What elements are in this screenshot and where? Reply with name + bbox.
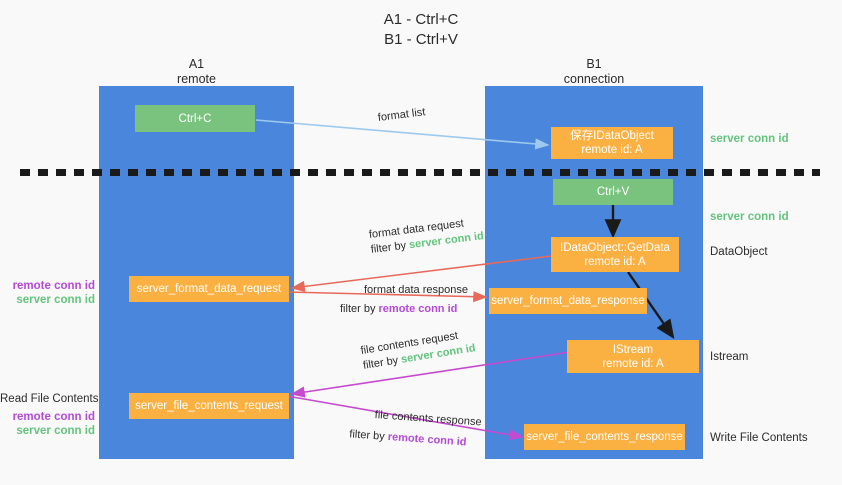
arrow-getdata-to-istream (627, 271, 675, 339)
node-istream-line1: IStream (612, 343, 654, 356)
left-label-remote-conn-id-1: remote conn id (12, 280, 95, 292)
title-line-1: A1 - Ctrl+C (383, 11, 459, 28)
node-save-idataobject-line2: remote id: A (581, 144, 643, 156)
edge-label-file-contents-response: file contents response filter by remote … (349, 408, 482, 451)
node-istream[interactable]: IStream remote id: A (567, 340, 699, 373)
right-label-server-conn-id-2: server conn id (710, 211, 789, 223)
edge-label-format-data-response: format data response filter by remote co… (340, 283, 468, 317)
arrow-format-data-request (290, 255, 552, 292)
node-server-file-contents-request-label: server_file_contents_request (135, 400, 283, 412)
node-getdata[interactable]: IDataObject::GetData remote id: A (551, 237, 679, 272)
arrow-file-contents-response (286, 395, 524, 441)
node-ctrl-v-label: Ctrl+V (596, 186, 630, 198)
right-label-dataobject: DataObject (710, 246, 768, 258)
column-a1-sub: remote (177, 72, 216, 86)
left-label-server-conn-id-2: server conn id (16, 425, 95, 437)
arrow-format-list (255, 119, 550, 150)
column-header-a1: A1 remote (99, 57, 294, 87)
node-server-format-data-response[interactable]: server_format_data_response (489, 288, 647, 314)
left-label-server-conn-id-1: server conn id (16, 294, 95, 306)
diagram-title: A1 - Ctrl+C B1 - Ctrl+V (0, 10, 842, 50)
edge-label-file-contents-response-filter-prefix: filter by (348, 428, 389, 443)
node-server-format-data-request-label: server_format_data_request (136, 283, 282, 295)
node-server-file-contents-response-label: server_file_contents_response (526, 431, 683, 443)
column-header-b1: B1 connection (485, 57, 703, 87)
column-a1-name: A1 (188, 57, 205, 71)
column-b1-sub: connection (563, 72, 625, 86)
node-server-file-contents-request[interactable]: server_file_contents_request (129, 393, 289, 419)
node-server-file-contents-response[interactable]: server_file_contents_response (524, 424, 685, 450)
left-label-remote-conn-id-2: remote conn id (12, 411, 95, 423)
right-label-istream: Istream (710, 351, 749, 363)
node-istream-line2: remote id: A (602, 357, 664, 370)
phase-divider (20, 169, 820, 176)
arrow-format-data-response (286, 291, 488, 303)
node-getdata-line2: remote id: A (584, 255, 646, 268)
left-label-read-file-contents: Read File Contents (0, 393, 99, 405)
node-getdata-line1: IDataObject::GetData (560, 241, 670, 254)
edge-label-format-data-request-filter-prefix: filter by (370, 239, 410, 256)
node-ctrl-c-label: Ctrl+C (178, 112, 212, 125)
edge-label-format-data-response-text: format data response (364, 284, 468, 296)
node-save-idataobject[interactable]: 保存IDataObject remote id: A (551, 127, 673, 159)
node-server-format-data-request[interactable]: server_format_data_request (129, 276, 289, 302)
column-b1-name: B1 (586, 57, 602, 71)
arrow-file-contents-request (290, 351, 571, 398)
node-ctrl-c[interactable]: Ctrl+C (135, 105, 255, 132)
title-line-2: B1 - Ctrl+V (384, 31, 458, 48)
right-label-write-file-contents: Write File Contents (710, 432, 808, 444)
edge-label-file-contents-response-filter-target: remote conn id (387, 431, 467, 449)
edge-label-format-data-response-filter-target: remote conn id (378, 303, 458, 315)
edge-label-format-data-response-filter-prefix: filter by (340, 303, 379, 315)
node-save-idataobject-line1: 保存IDataObject (570, 130, 654, 142)
right-label-server-conn-id-1: server conn id (710, 133, 789, 145)
node-server-format-data-response-label: server_format_data_response (491, 295, 645, 307)
node-ctrl-v[interactable]: Ctrl+V (553, 179, 673, 205)
